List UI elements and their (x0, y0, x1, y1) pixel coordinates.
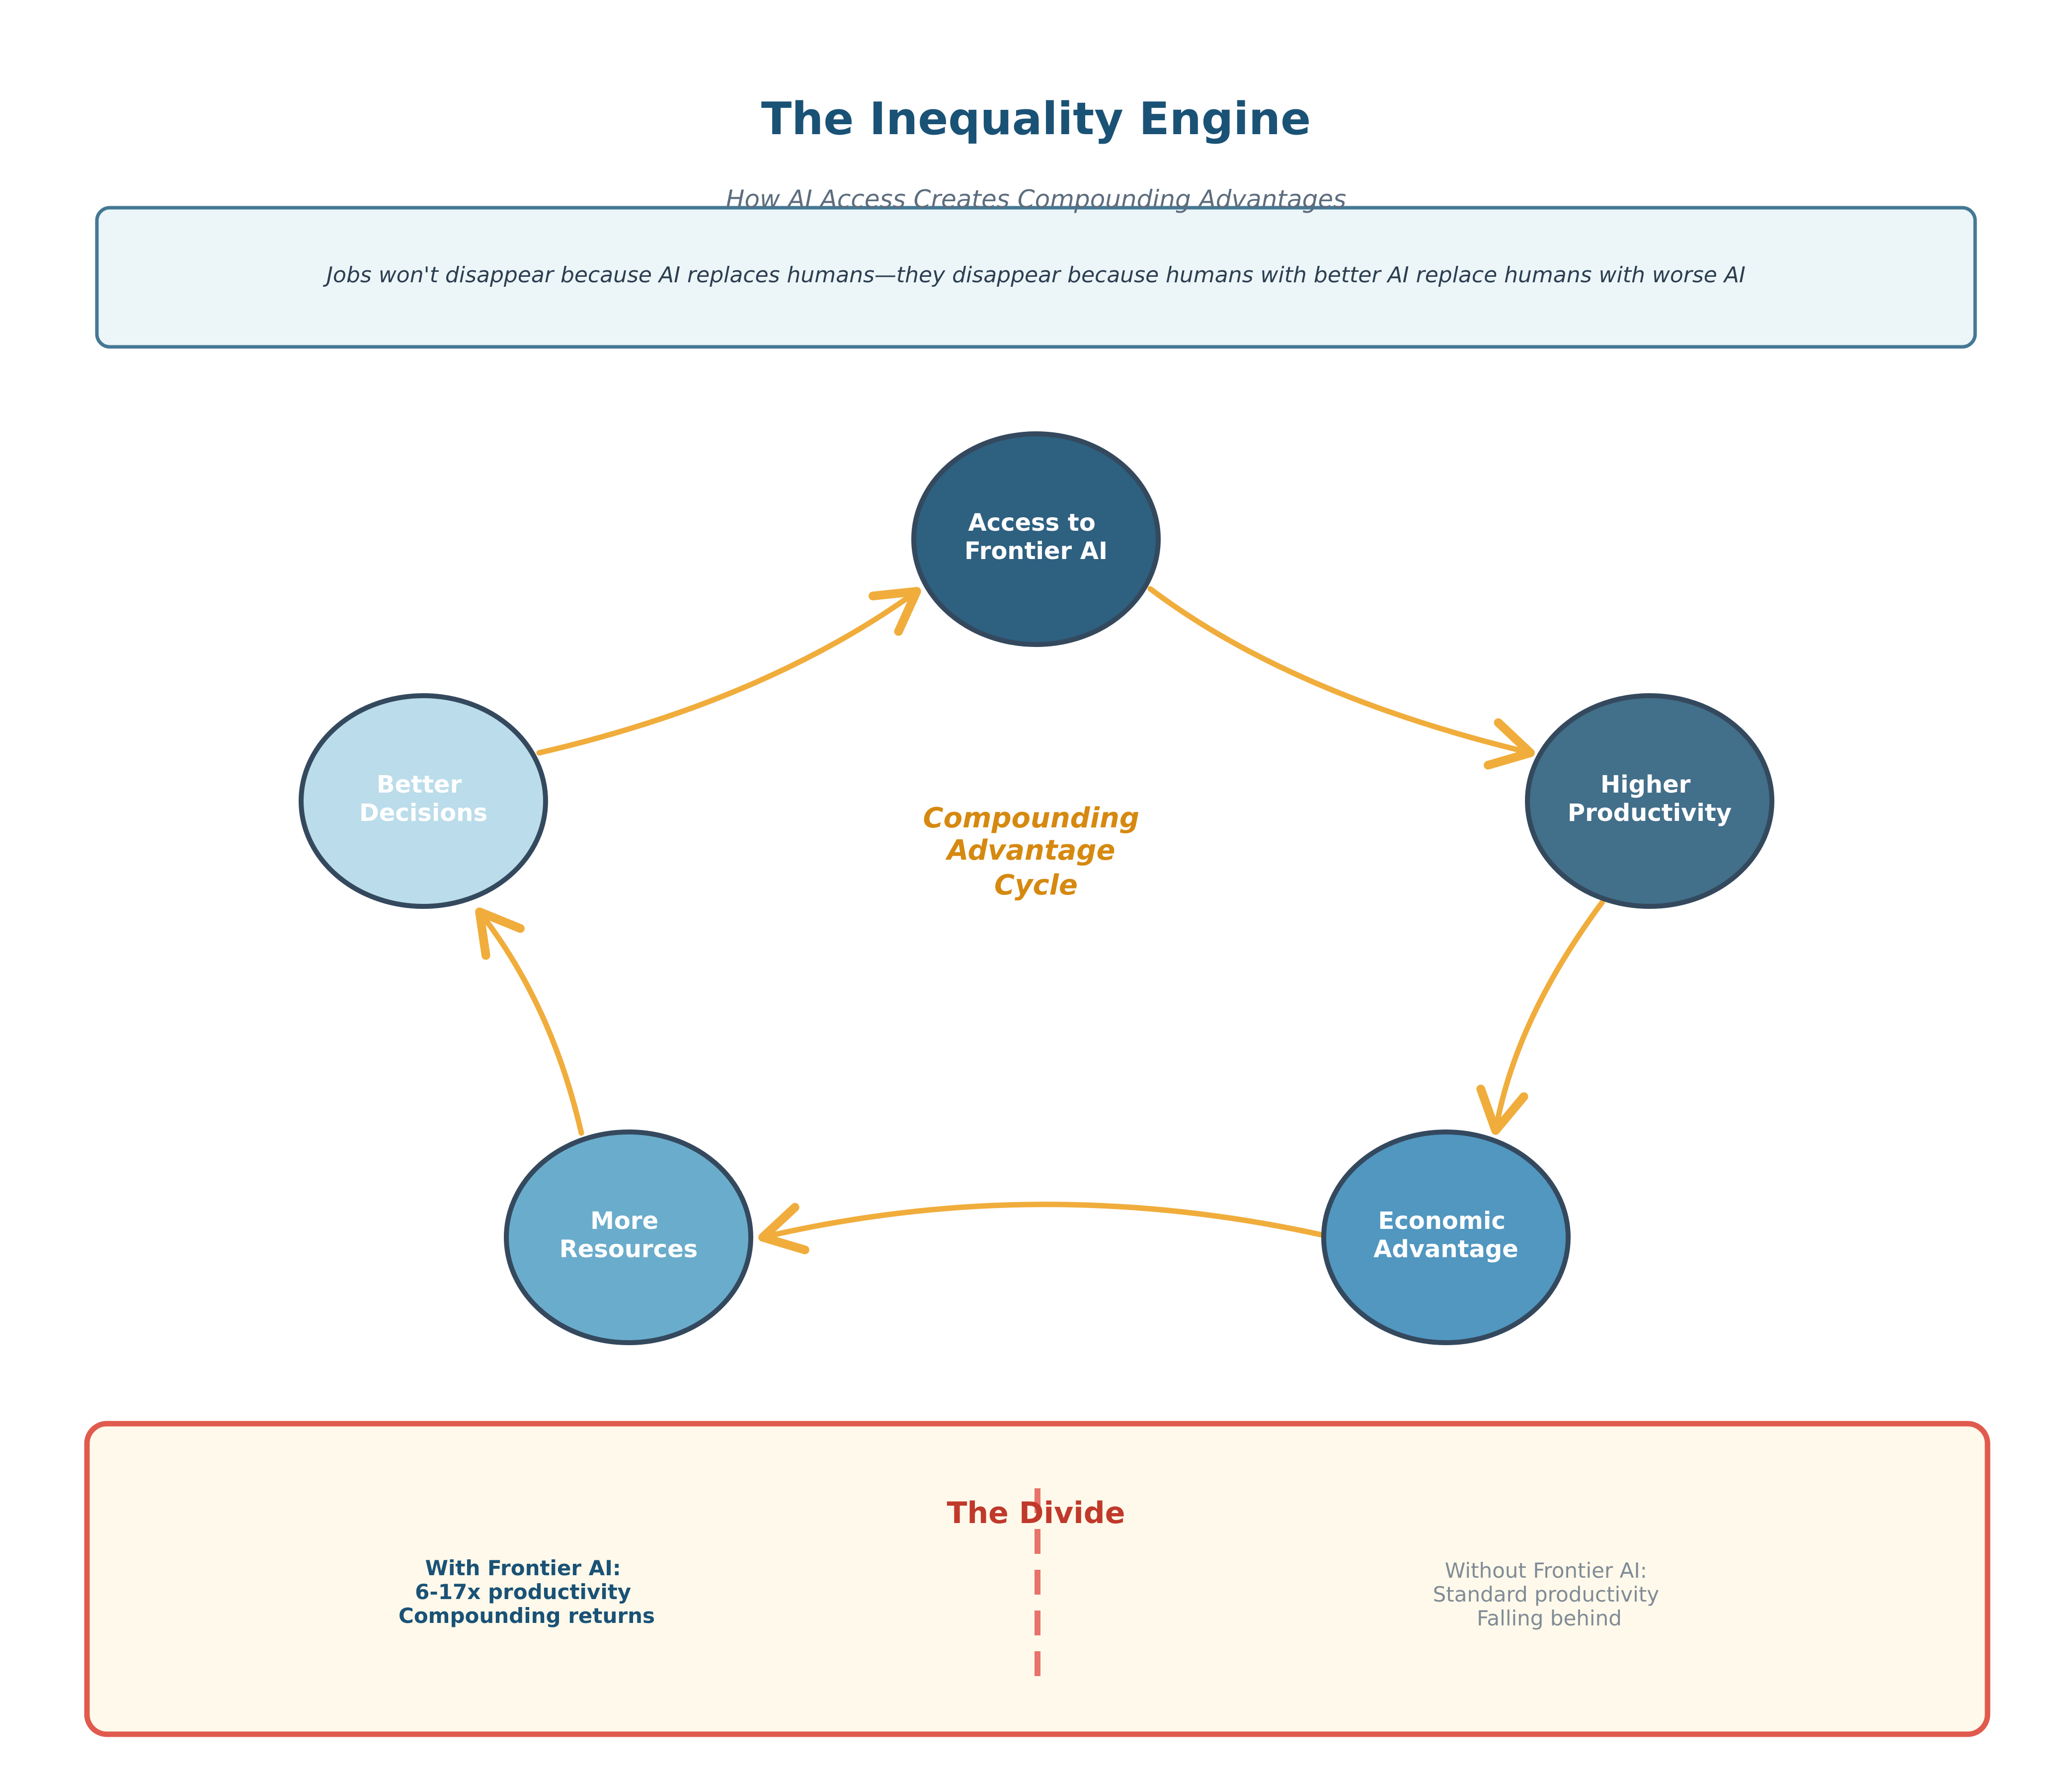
node-label-decisions: Better Decisions (359, 771, 487, 827)
arrow-productivity-to-economic (1476, 899, 1605, 1135)
without-line-3: Falling behind (1477, 1606, 1622, 1630)
quote-text: Jobs won't disappear because AI replaces… (322, 262, 1746, 288)
node-label-access-line-1: Access to (968, 509, 1095, 537)
node-label-productivity-line-2: Productivity (1568, 799, 1732, 827)
node-label-resources-line-2: Resources (559, 1235, 698, 1263)
cycle-center-line-2: Advantage (945, 834, 1116, 867)
cycle-center-line-3: Cycle (994, 869, 1078, 901)
cycle-center-line-1: Compounding (923, 802, 1139, 834)
without-line-2: Standard productivity (1433, 1582, 1659, 1607)
arrow-economic-to-resources (758, 1202, 1325, 1255)
node-label-resources: More Resources (559, 1207, 698, 1263)
quote-box (95, 206, 1977, 349)
with-line-2: 6-17x productivity (415, 1580, 631, 1604)
node-ellipse-resources (504, 1129, 753, 1345)
without-frontier-ai-text: Without Frontier AI: Standard productivi… (1433, 1558, 1666, 1630)
node-label-access: Access to Frontier AI (964, 509, 1108, 565)
arrow-access-to-productivity (1147, 586, 1535, 770)
arrow-decisions-to-access (536, 587, 921, 756)
divide-title: The Divide (947, 1496, 1125, 1531)
cycle-node-decisions: Better Decisions (299, 693, 548, 909)
cycle-node-productivity: Higher Productivity (1525, 693, 1774, 909)
node-label-economic-line-2: Advantage (1373, 1235, 1518, 1263)
node-label-productivity: Higher Productivity (1568, 771, 1732, 827)
node-label-access-line-2: Frontier AI (964, 537, 1108, 565)
cycle-node-access: Access to Frontier AI (911, 431, 1161, 647)
node-label-decisions-line-2: Decisions (359, 799, 487, 827)
cycle-node-resources: More Resources (504, 1129, 753, 1345)
node-label-resources-line-1: More (590, 1207, 658, 1235)
node-label-decisions-line-1: Better (377, 771, 462, 799)
arrow-resources-to-decisions (475, 907, 584, 1136)
node-label-productivity-line-1: Higher (1600, 771, 1691, 799)
node-ellipse-economic (1321, 1129, 1571, 1345)
node-label-economic-line-1: Economic (1378, 1207, 1505, 1235)
with-line-3: Compounding returns (398, 1604, 655, 1628)
node-ellipse-access (911, 431, 1161, 647)
page-title: The Inequality Engine (761, 93, 1311, 145)
without-line-1: Without Frontier AI: (1445, 1558, 1647, 1583)
with-line-1: With Frontier AI: (425, 1556, 621, 1580)
node-label-economic: Economic Advantage (1373, 1207, 1518, 1263)
cycle-arrows (475, 586, 1605, 1255)
cycle-center-label: Compounding Advantage Cycle (923, 802, 1149, 901)
node-ellipse-productivity (1525, 693, 1774, 909)
with-frontier-ai-text: With Frontier AI: 6-17x productivity Com… (398, 1556, 655, 1628)
cycle-node-economic: Economic Advantage (1321, 1129, 1571, 1345)
node-ellipse-decisions (299, 693, 548, 909)
page-subtitle: How AI Access Creates Compounding Advant… (726, 185, 1346, 214)
